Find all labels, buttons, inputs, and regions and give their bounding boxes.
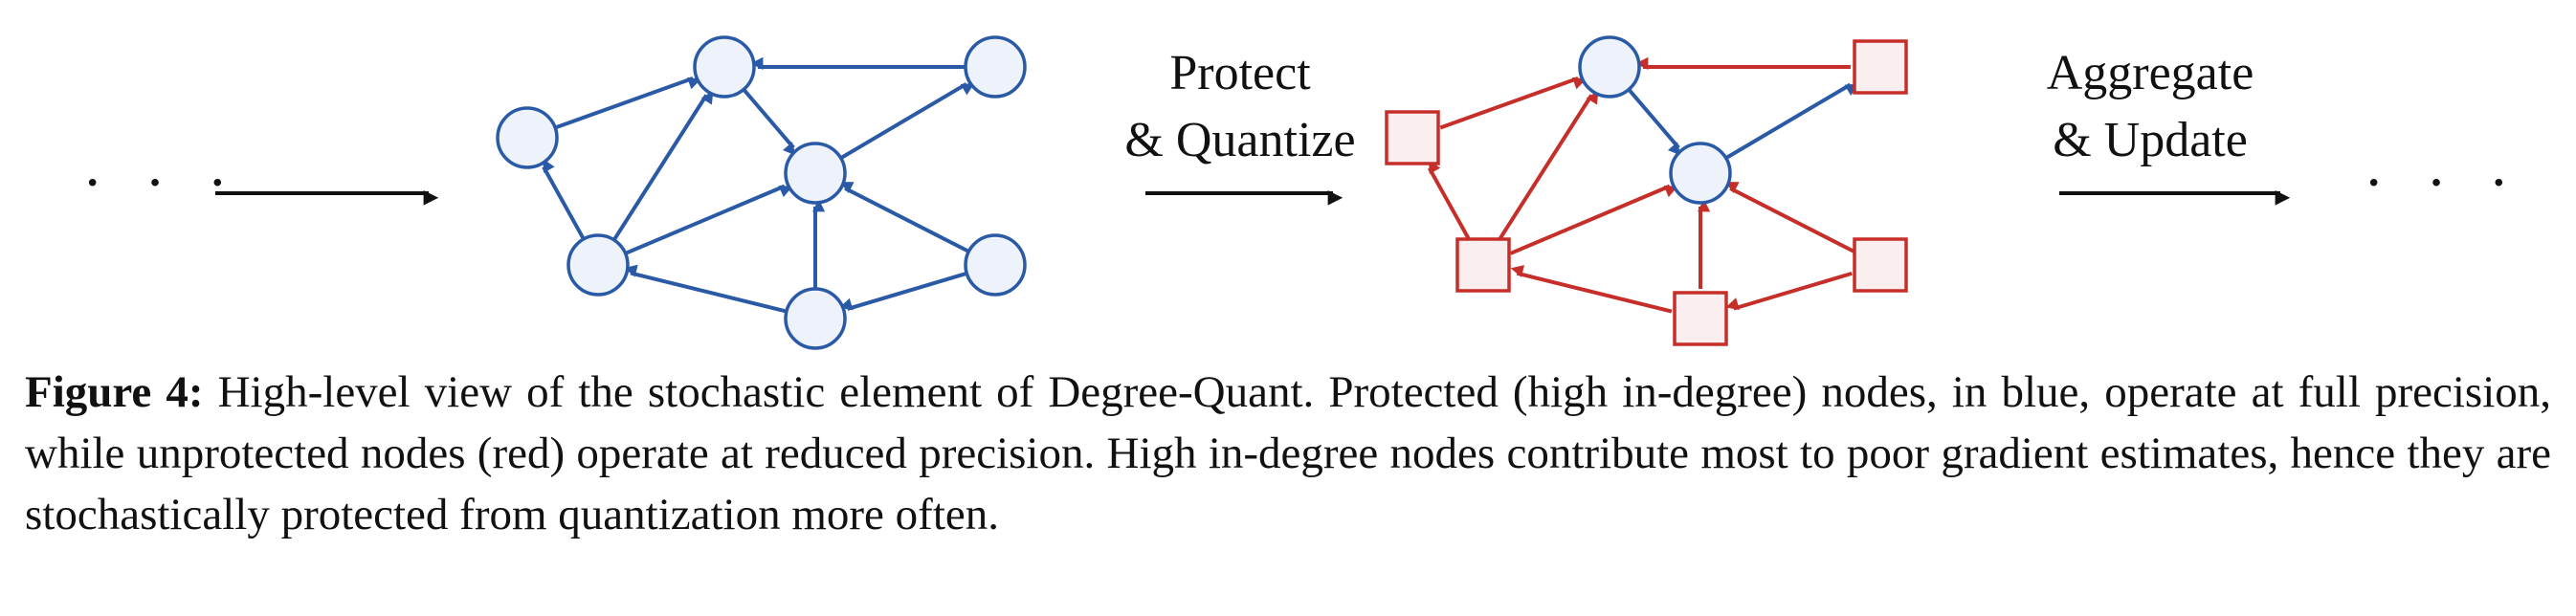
protected-node — [1669, 142, 1732, 205]
caption-label: Figure 4: — [25, 367, 204, 417]
graph-edge — [542, 159, 586, 240]
unprotected-node — [1853, 39, 1908, 95]
graph-edge — [839, 82, 975, 160]
input-graph — [496, 35, 1027, 350]
degree-quant-diagram: · · · Protect & Quantize Aggregate & Upd… — [82, 35, 2522, 350]
step-update-label: & Update — [2053, 113, 2248, 167]
graph-edge — [1509, 184, 1678, 255]
step-protect-label: Protect — [1169, 46, 1311, 100]
protected-node — [964, 233, 1027, 297]
graph-edge — [1725, 271, 1853, 311]
ellipsis-left: · · · — [82, 148, 241, 216]
graph-edge — [1427, 160, 1471, 240]
graph-edge — [1627, 88, 1681, 156]
unprotected-node — [1455, 237, 1511, 293]
protected-node — [964, 35, 1027, 99]
step-aggregate-label: Aggregate — [2047, 46, 2254, 100]
graph-edge — [742, 88, 796, 156]
protected-node — [566, 233, 630, 297]
graph-edge — [1498, 90, 1599, 241]
graph-edge — [624, 264, 788, 314]
step-quantize-label: & Quantize — [1124, 113, 1355, 167]
graph-edge — [1439, 76, 1587, 130]
graph-edge — [1724, 82, 1859, 160]
figure-caption: Figure 4: High-level view of the stochas… — [25, 362, 2551, 545]
protected-node — [1578, 35, 1641, 99]
protected-node — [784, 142, 847, 205]
graph-edge — [1724, 182, 1855, 253]
quantized-graph — [1385, 35, 1908, 346]
unprotected-node — [1385, 110, 1440, 165]
unprotected-node — [1853, 237, 1908, 293]
unprotected-node — [1673, 291, 1728, 346]
protected-node — [693, 35, 756, 99]
protected-node — [496, 106, 559, 169]
ellipsis-right: · · · — [2364, 148, 2522, 216]
graph-edge — [554, 76, 701, 130]
protected-node — [784, 287, 847, 350]
graph-edge — [1510, 265, 1673, 314]
graph-edge — [624, 184, 793, 255]
graph-edge — [839, 182, 970, 253]
graph-edge — [611, 90, 714, 241]
graph-edge — [839, 271, 967, 311]
caption-text: High-level view of the stochastic elemen… — [25, 367, 2552, 539]
